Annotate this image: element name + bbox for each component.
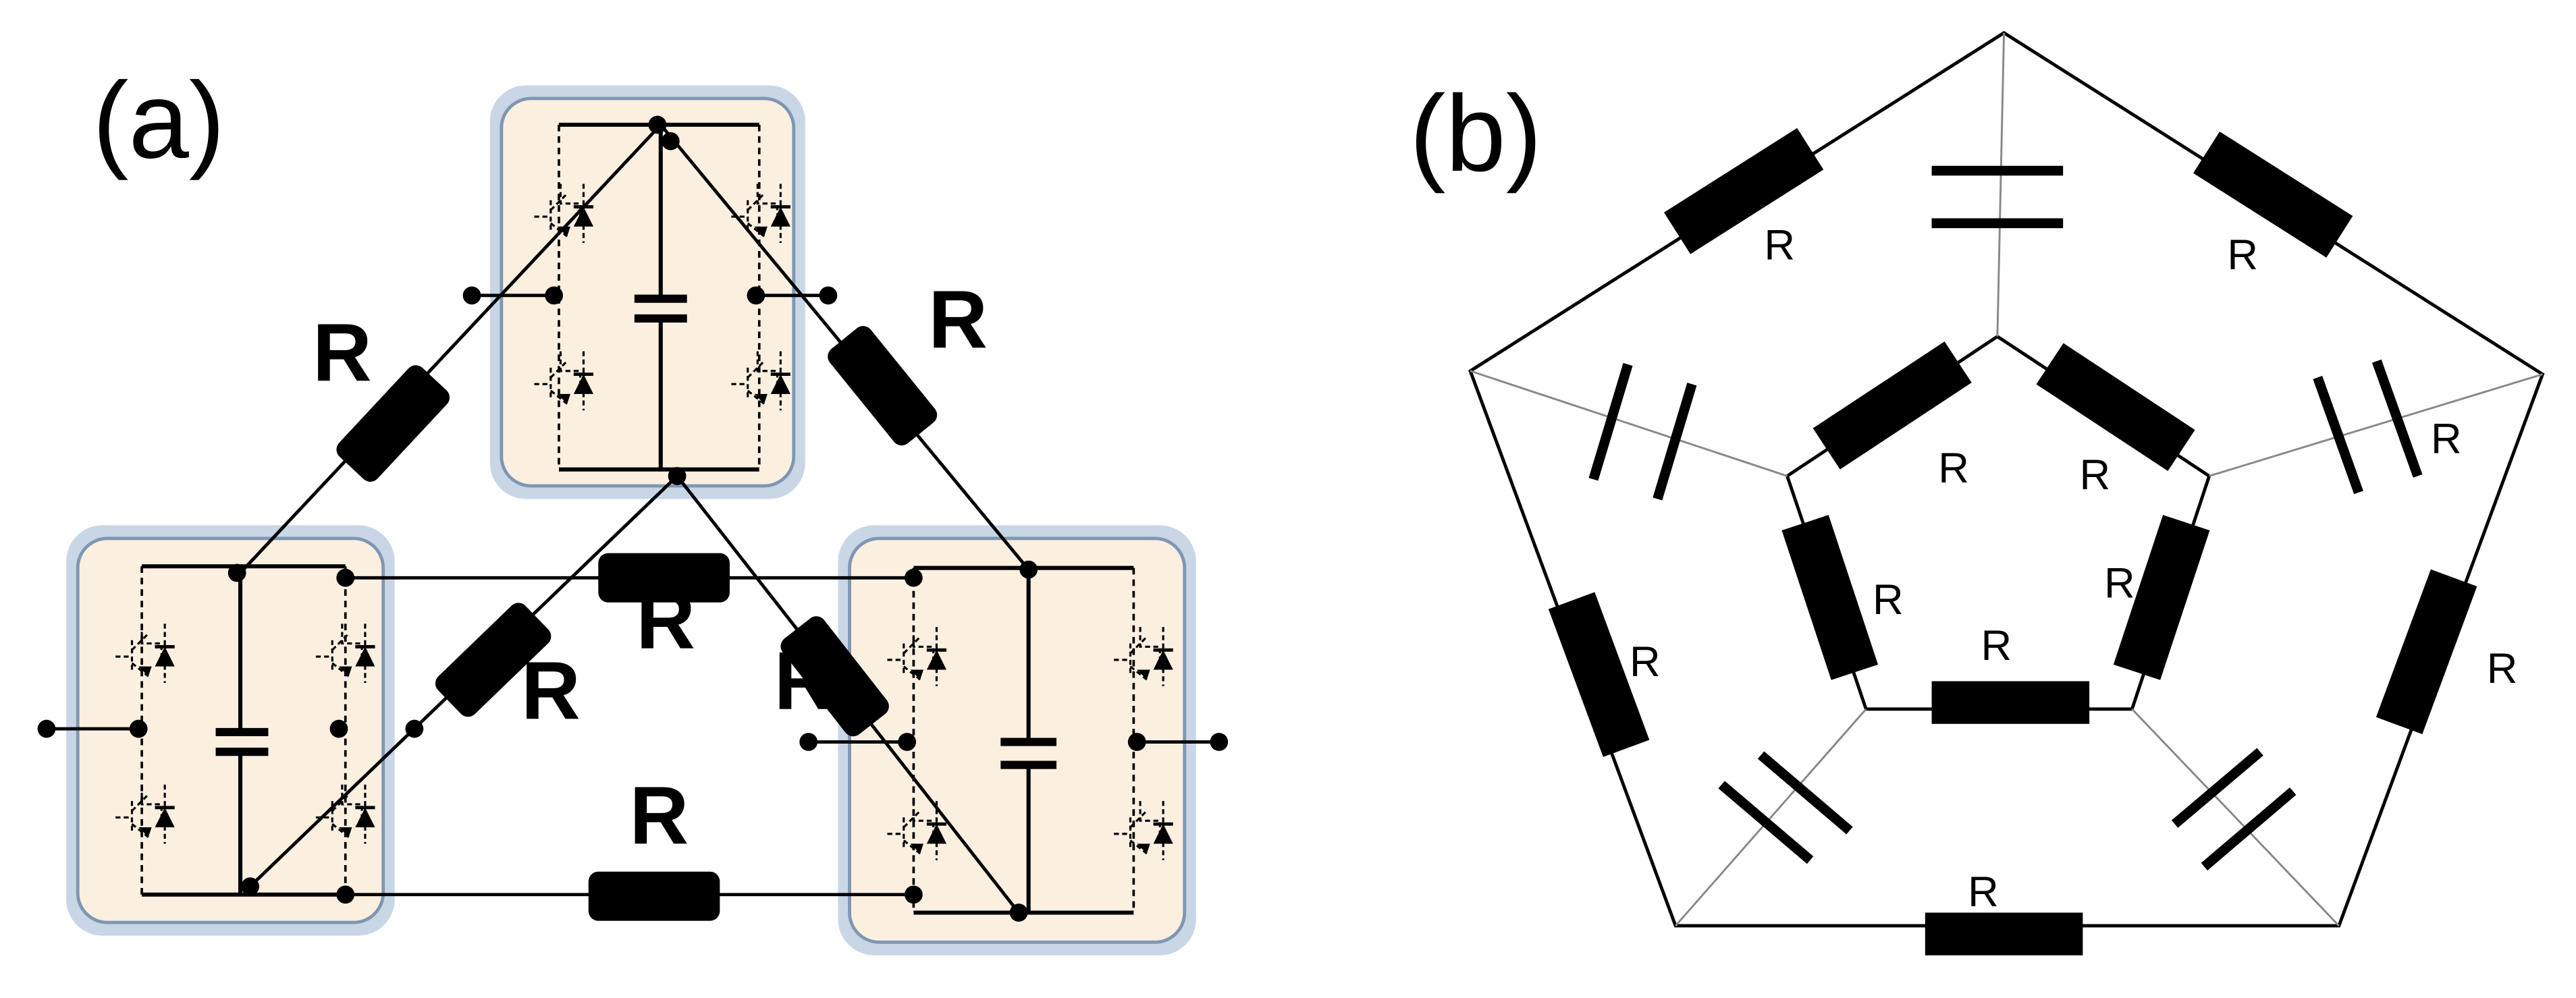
resistor-label: R [1764,221,1795,269]
junction-dot [129,719,148,738]
capacitor-icon [1588,362,1697,501]
panel-a-label: (a) [92,61,225,182]
resistor-icon [780,616,889,737]
resistor-icon [598,553,730,603]
capacitors [1588,165,2423,870]
junction-dot [819,286,838,305]
resistor-label: R [636,574,695,666]
resistor-label: R [1938,445,1969,492]
resistor-label: R [2104,559,2135,607]
resistor-icon [1925,912,2083,955]
panel-b: (b) [1410,30,2545,955]
resistor-label: R [2079,451,2110,499]
junction-dot [904,568,923,587]
junction-dot [648,115,667,134]
junction-dot [904,885,923,904]
resistor-label: R [2431,415,2462,462]
capacitor-icon [2313,359,2423,495]
junction-dot [329,719,348,738]
junction-dot [336,568,355,587]
junction-dot [37,719,56,738]
resistor-icon [1781,515,1879,680]
junction-dot [227,563,246,582]
resistor-label: R [928,274,988,366]
resistor-icon [1931,681,2090,724]
junction-dot [747,286,766,305]
junction-dot [661,132,680,150]
resistor-label: R [2227,231,2258,279]
junction-dots [37,115,1229,922]
junction-dot [1127,733,1146,751]
resistor-icon [2113,515,2210,680]
resistor-label: R [2487,645,2518,692]
resistor-icon [435,603,552,717]
resistor-icon [2036,343,2195,472]
resistor-icon [1813,341,1972,470]
resistor-icon [336,365,450,482]
resistor-icon [2193,131,2353,258]
resistor-icon [828,326,938,446]
junction-dot [336,885,355,904]
resistor-icon [2376,569,2477,735]
capacitor-icon [1718,751,1853,864]
resistor-label: R [521,644,581,736]
junction-dot [668,467,687,485]
junction-dot [462,286,481,305]
resistor-icon [588,871,720,921]
spoke-wires [1470,32,2543,926]
junction-dot [241,877,259,895]
junction-dot [405,719,424,738]
panel-a: (a) [37,61,1229,955]
panel-b-label: (b) [1410,74,1542,194]
resistor-label: R [1968,868,1999,916]
junction-dot [799,733,818,751]
capacitor-icon [2171,748,2297,870]
junction-dot [1009,904,1028,922]
resistor-icon [1548,592,1650,757]
resistor-label: R [1873,576,1904,623]
resistor-label: R [313,306,372,398]
resistor-icon [1663,128,1824,254]
junction-dot [545,286,564,305]
capacitor-icon [1931,165,2064,229]
junction-dot [1019,560,1038,579]
resistor-label: R [1981,622,2012,669]
resistor-label: R [1630,638,1661,686]
resistor-label: R [630,769,689,861]
resistor-label: R [774,635,834,727]
junction-dot [898,733,917,751]
junction-dot [1210,733,1229,751]
